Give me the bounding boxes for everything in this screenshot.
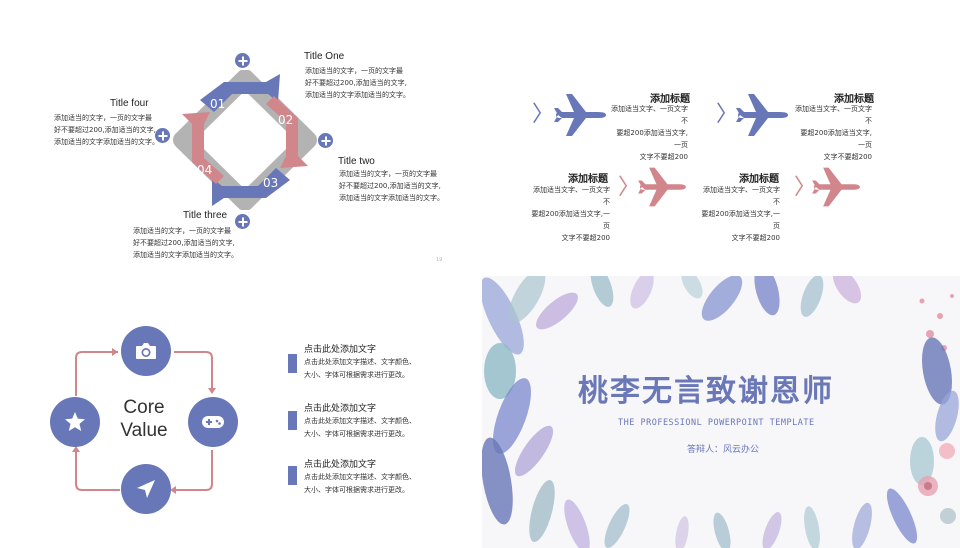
plus-icon	[318, 133, 333, 148]
text-three: 添加适当的文字，一页的文字最好不要超过200,添加适当的文字,添加适当的文字添加…	[133, 227, 238, 259]
card-text-3: 添加适当文字、一页文字不要超200添加适当文字,一页文字不要超200	[531, 186, 610, 242]
arrow-segment-04	[182, 112, 224, 184]
cycle-diagram: 01 02 03 04	[173, 70, 317, 210]
airplane-icon	[812, 167, 860, 207]
plus-icon	[155, 128, 170, 143]
slide-title-thanks[interactable]: 桃李无言致谢恩师 THE PROFESSIONL POWERPOINT TEMP…	[482, 276, 960, 548]
item-marker	[288, 411, 297, 430]
item-title: 点击此处添加文字	[304, 345, 377, 355]
chevron-right-icon: 〉	[716, 102, 739, 127]
title-two: Title two	[338, 156, 375, 167]
num-01: 01	[210, 97, 225, 111]
item-title: 点击此处添加文字	[304, 404, 377, 414]
core-value-connectors	[72, 348, 216, 494]
text-one: 添加适当的文字，一页的文字最好不要超过200,添加适当的文字,添加适当的文字添加…	[305, 67, 410, 99]
item-marker	[288, 354, 297, 373]
star-icon	[65, 412, 85, 431]
chevron-right-icon: 〉	[794, 175, 817, 200]
gamepad-icon	[202, 416, 224, 428]
arrow-segment-01	[200, 74, 280, 112]
item-desc: 点击此处添加文字描述、文字颜色、大小、字体可根据需求进行更改。	[304, 358, 416, 379]
airplane-icon	[736, 94, 788, 136]
slide-cycle-diagram[interactable]: 01 02 03 04 Title One 添加适当的文字，一页的文字最好不要超…	[0, 0, 478, 272]
camera-circle	[121, 326, 171, 376]
text-two: 添加适当的文字，一页的文字最好不要超过200,添加适当的文字,添加适当的文字添加…	[339, 170, 444, 202]
text-four: 添加适当的文字，一页的文字最好不要超过200,添加适当的文字,添加适当的文字添加…	[54, 114, 159, 146]
page-number: 19	[436, 257, 443, 263]
title-three: Title three	[183, 210, 228, 221]
item-title: 点击此处添加文字	[304, 460, 377, 470]
card-text-4: 添加适当文字、一页文字不要超200添加适当文字,一页文字不要超200	[701, 186, 780, 242]
num-03: 03	[263, 176, 278, 190]
arrow-segment-02	[266, 96, 308, 168]
arrow-segment-03	[212, 168, 290, 206]
camera-icon	[136, 343, 156, 359]
navigation-arrow-icon	[137, 480, 155, 498]
airplane-icon	[554, 94, 606, 136]
star-circle	[50, 397, 100, 447]
card-text-2: 添加适当文字、一页文字不要超200添加适当文字,一页文字不要超200	[795, 105, 872, 161]
chevron-right-icon: 〉	[532, 102, 555, 127]
card-title-3: 添加标题	[568, 174, 608, 185]
card-title-1: 添加标题	[650, 94, 690, 105]
card-title-2: 添加标题	[834, 94, 874, 105]
title-four: Title four	[110, 98, 149, 109]
chevron-right-icon: 〉	[618, 175, 641, 200]
navigation-circle	[121, 464, 171, 514]
gamepad-circle	[188, 397, 238, 447]
item-desc: 点击此处添加文字描述、文字颜色、大小、字体可根据需求进行更改。	[304, 473, 416, 494]
slide-airplane-steps[interactable]: 〉 添加标题 添加适当文字、一页文字不要超200添加适当文字,一页文字不要超20…	[482, 0, 960, 272]
num-02: 02	[278, 113, 293, 127]
plus-icon	[235, 214, 250, 229]
item-desc: 点击此处添加文字描述、文字颜色、大小、字体可根据需求进行更改。	[304, 417, 416, 438]
presentation-title: 桃李无言致谢恩师	[578, 374, 834, 409]
airplane-icon	[638, 167, 686, 207]
card-text-1: 添加适当文字、一页文字不要超200添加适当文字,一页文字不要超200	[611, 105, 688, 161]
card-title-4: 添加标题	[739, 174, 779, 185]
watercolor-leaves-decoration	[482, 276, 959, 548]
plus-icon	[235, 53, 250, 68]
num-04: 04	[197, 163, 212, 177]
item-marker	[288, 466, 297, 485]
presentation-subtitle: THE PROFESSIONL POWERPOINT TEMPLATE	[618, 418, 815, 428]
presenter-name: 答辩人：风云办公	[687, 445, 760, 455]
title-one: Title One	[304, 51, 345, 62]
